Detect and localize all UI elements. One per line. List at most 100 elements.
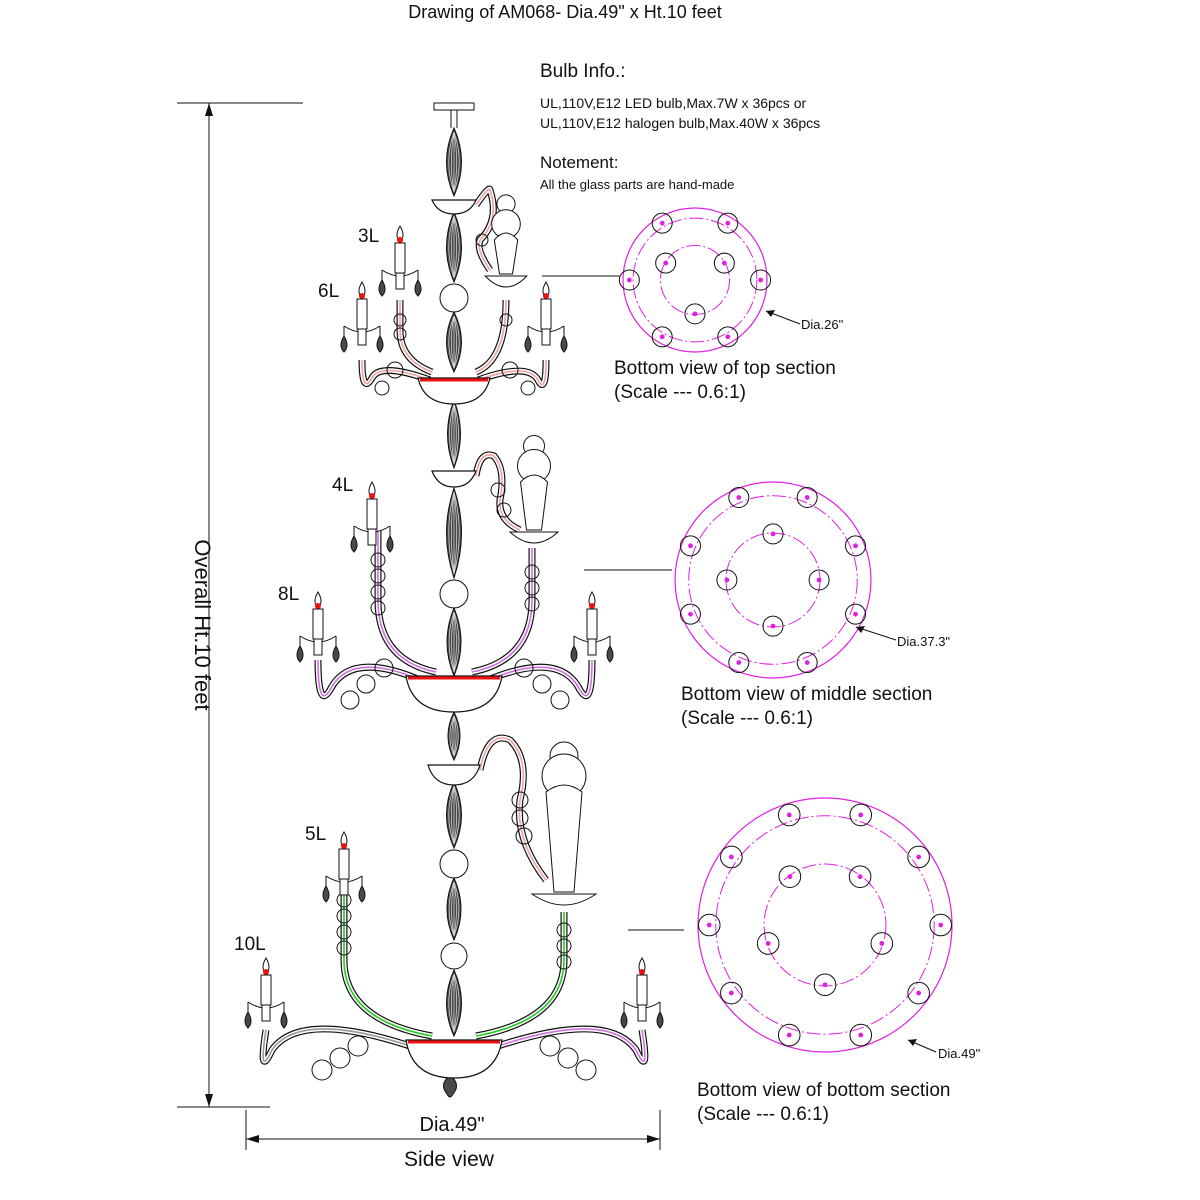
outer-light — [777, 803, 801, 827]
inner-light — [684, 303, 706, 325]
arm-mid-inner-left — [370, 530, 437, 676]
stem-ball-1 — [439, 283, 469, 313]
outer-light — [679, 535, 701, 557]
bottom-section-dia: Dia.49" — [938, 1046, 981, 1061]
bowl-top-small — [431, 199, 477, 215]
arm-top-feed — [473, 185, 497, 273]
inner-light — [716, 569, 738, 591]
stem-glass-4 — [447, 398, 461, 470]
arm-bot-inner-right — [475, 912, 572, 1040]
middle-section-dia: Dia.37.3" — [897, 634, 950, 649]
bottom-view-top-section — [618, 207, 801, 353]
note-heading: Notement: — [540, 153, 618, 172]
diameter-dimension — [245, 1110, 661, 1150]
outer-light — [728, 486, 750, 508]
arm-bot-outer-right — [496, 1025, 649, 1081]
arm-mid-feed — [472, 451, 522, 534]
bowl-mid-small — [431, 470, 477, 488]
tier-label-5l: 5L — [305, 824, 326, 845]
arm-mid-outer-right — [486, 658, 596, 710]
outer-light — [849, 803, 873, 827]
top-section-dia: Dia.26" — [801, 317, 844, 332]
outer-light — [720, 981, 743, 1005]
candle-lights — [244, 225, 664, 1029]
arm-bot-inner-left — [336, 880, 433, 1040]
candle-mid-outer-left — [296, 591, 340, 663]
stem-glass-5 — [446, 486, 462, 580]
bottom-finial — [443, 1077, 457, 1098]
outer-light — [907, 845, 930, 869]
stem-glass-9 — [446, 876, 462, 942]
inner-light — [813, 973, 837, 997]
inner-light — [848, 865, 872, 888]
inner-light — [762, 615, 784, 637]
outer-light — [618, 269, 640, 291]
outer-light — [728, 652, 750, 674]
arm-bot-feed — [476, 734, 549, 883]
bottom-section-caption: Bottom view of bottom section — [697, 1080, 950, 1101]
stem-glass-1 — [446, 126, 462, 198]
outer-light — [679, 603, 701, 625]
arm-top-inner-right — [474, 299, 513, 376]
arm-mid-inner-right — [471, 548, 540, 676]
spire-top — [484, 194, 528, 288]
inner-light — [655, 252, 677, 274]
stem-glass-3 — [446, 310, 462, 374]
candle-top-inner — [378, 225, 422, 297]
stem-ball-3 — [439, 849, 469, 879]
candle-mid-outer-right — [570, 591, 614, 663]
stem-glass-10 — [446, 968, 462, 1038]
arm-top-inner-left — [393, 300, 434, 376]
bottom-view-bottom-section — [697, 797, 953, 1053]
arm-top-outer-right — [476, 359, 550, 396]
outer-light — [717, 212, 739, 234]
stem-glass-6 — [446, 606, 462, 678]
bottom-views — [618, 207, 953, 1053]
top-section-caption: Bottom view of top section — [614, 358, 836, 379]
stem-ball-4 — [440, 942, 468, 970]
arm-bot-outer-left — [259, 1025, 412, 1081]
bowl-bot-small — [427, 764, 481, 786]
middle-section-scale: (Scale --- 0.6:1) — [681, 708, 813, 729]
candle-top-outer-right — [524, 281, 568, 353]
outer-light — [717, 326, 739, 348]
overall-height-dimension — [177, 102, 303, 1108]
bulb-info-line-1: UL,110V,E12 LED bulb,Max.7W x 36pcs or — [540, 95, 806, 111]
chandelier-bowls — [405, 199, 503, 1079]
inner-light — [762, 523, 784, 545]
chandelier-side-view — [244, 102, 664, 1098]
inner-light — [870, 932, 894, 955]
stem-glass-2 — [446, 210, 462, 284]
drawing-title: Drawing of AM068- Dia.49" x Ht.10 feet — [408, 2, 722, 22]
tier-label-4l: 4L — [332, 475, 353, 496]
candle-bot-inner — [322, 831, 366, 903]
arm-mid-outer-left — [314, 658, 422, 710]
stem-glass-pieces — [439, 126, 469, 1038]
stem-glass-8 — [446, 780, 462, 850]
note-text: All the glass parts are hand-made — [540, 177, 734, 192]
outer-light — [697, 913, 721, 937]
outer-light — [796, 652, 818, 674]
outer-light — [796, 486, 818, 508]
spire-bottom — [530, 741, 598, 906]
outer-light — [651, 326, 673, 348]
bowl-mid-main — [405, 675, 503, 713]
outer-light — [929, 913, 953, 937]
outer-light — [651, 212, 673, 234]
overall-height-label: Overall Ht.10 feet — [190, 539, 215, 710]
inner-light — [778, 865, 802, 888]
stem-ball-2 — [439, 579, 469, 609]
tier-label-3l: 3L — [358, 226, 379, 247]
outer-light — [720, 845, 743, 869]
side-diameter-label: Dia.49" — [420, 1114, 485, 1136]
outer-light — [849, 1023, 873, 1047]
side-view-label: Side view — [404, 1148, 495, 1171]
tier-label-6l: 6L — [318, 281, 339, 302]
bulb-info-line-2: UL,110V,E12 halogen bulb,Max.40W x 36pcs — [540, 115, 820, 131]
candle-top-outer-left — [340, 281, 384, 353]
tier-label-10l: 10L — [234, 934, 266, 955]
candle-mid-inner — [350, 481, 394, 553]
outer-light — [845, 603, 867, 625]
outer-light — [907, 981, 930, 1005]
